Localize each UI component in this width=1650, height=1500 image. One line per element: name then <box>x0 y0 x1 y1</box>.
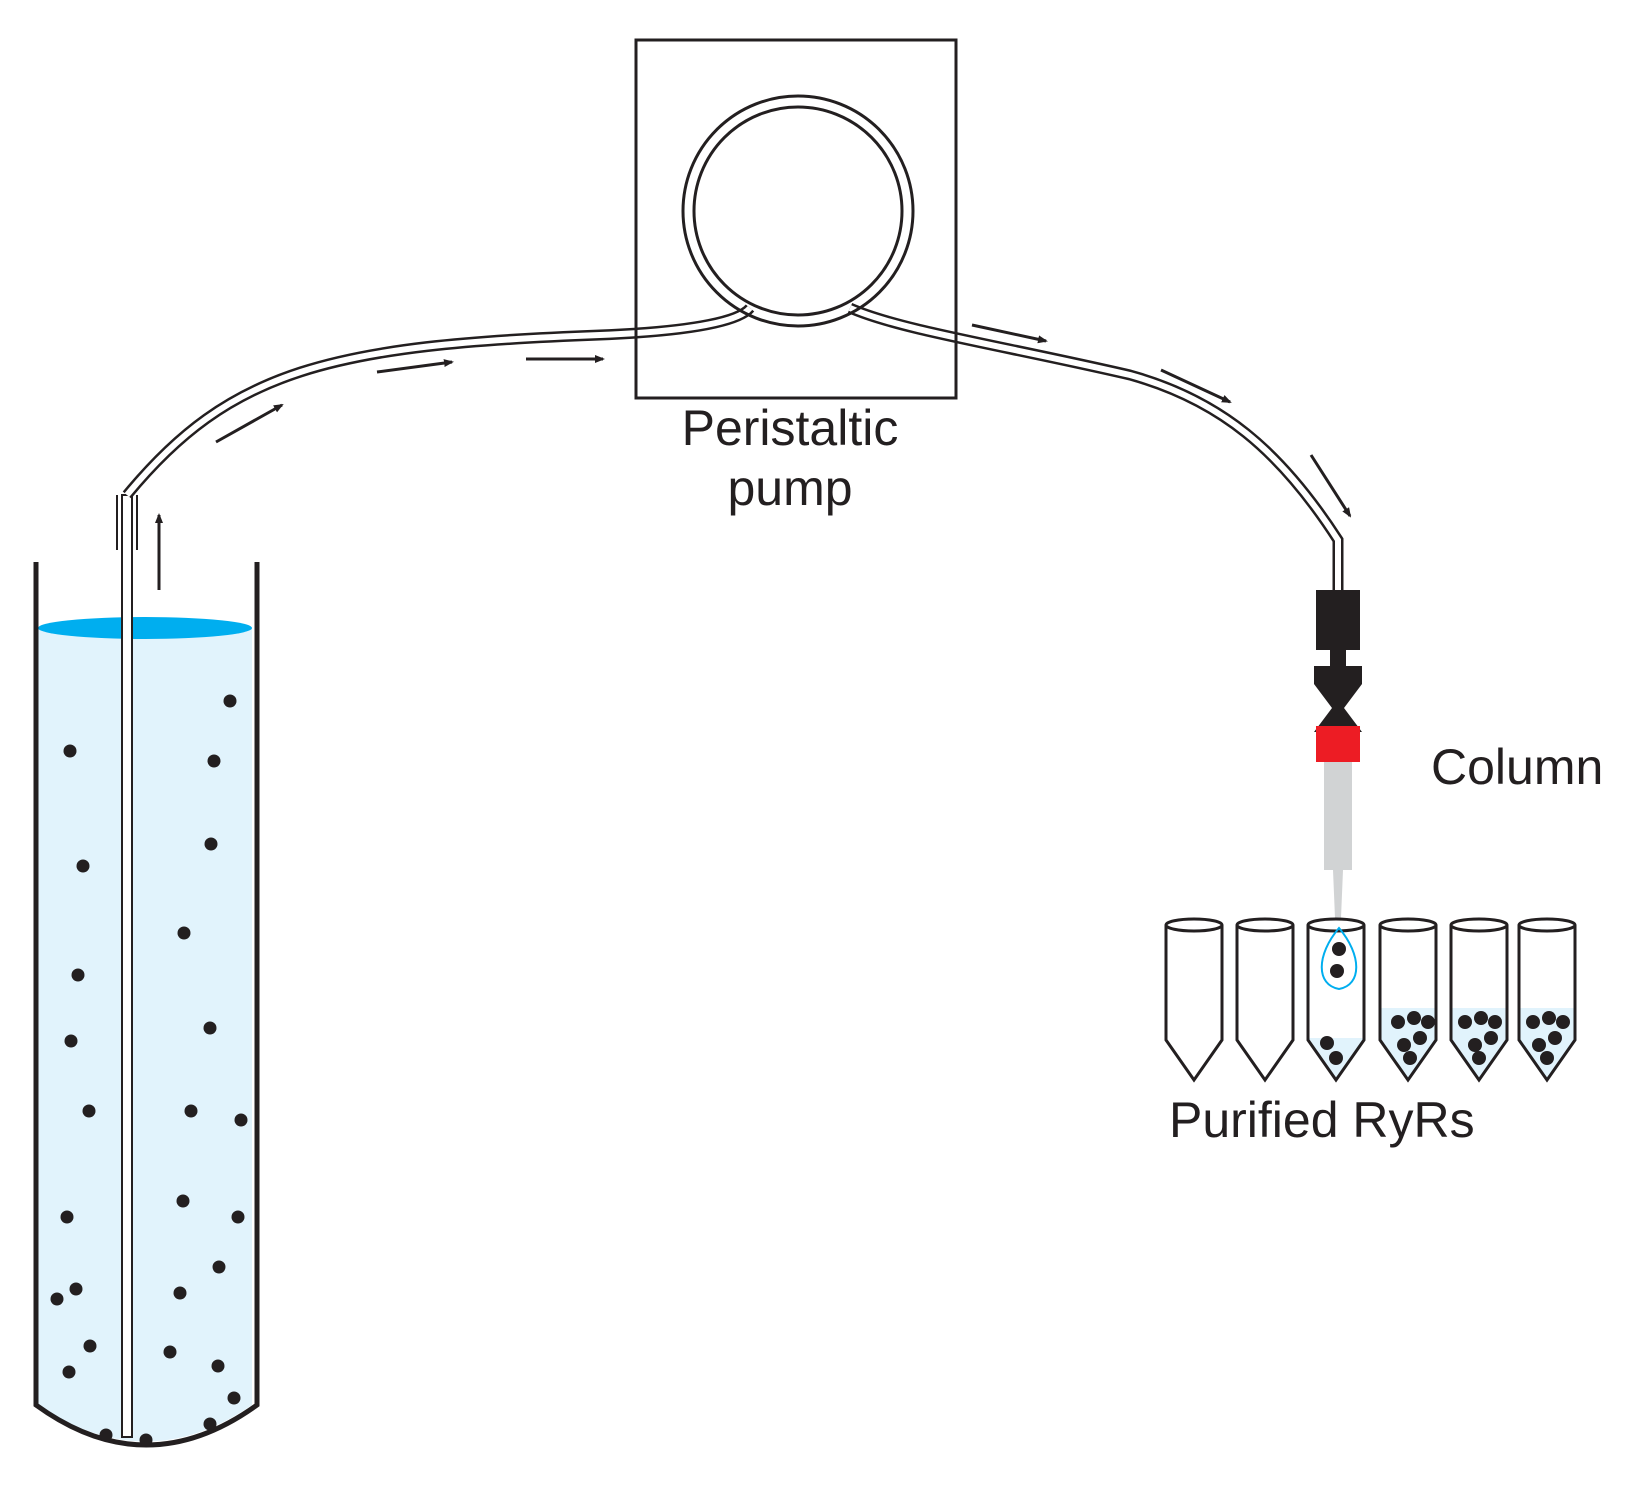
column-label: Column <box>1431 739 1604 795</box>
dot-icon <box>62 1365 76 1379</box>
dot-icon <box>69 1282 83 1296</box>
column-connector <box>1330 650 1346 666</box>
arrow-icon <box>971 323 1048 344</box>
drop-outline <box>1320 926 1358 991</box>
arrow-icon <box>1309 454 1352 518</box>
dot-icon <box>139 1433 153 1447</box>
outlet-tubing <box>847 302 1344 590</box>
dot-icon <box>1413 1031 1427 1045</box>
arrow-icon <box>1160 368 1232 404</box>
dot-icon <box>1556 1015 1570 1029</box>
column-tip <box>1333 870 1343 918</box>
drop <box>1320 926 1358 991</box>
dot-icon <box>64 1034 78 1048</box>
inlet-tubing <box>122 304 755 499</box>
reservoir <box>33 562 260 1448</box>
flow-arrows <box>155 323 1352 590</box>
pump-label: Peristaltic pump <box>640 398 940 518</box>
dot-icon <box>1542 1011 1556 1025</box>
dot-icon <box>184 1104 198 1118</box>
column-cap-top <box>1316 590 1360 650</box>
pump-housing <box>634 38 958 400</box>
dot-icon <box>1474 1011 1488 1025</box>
arrow-icon <box>376 359 454 374</box>
dot-icon <box>163 1345 177 1359</box>
dot-icon <box>231 1210 245 1224</box>
dot-icon <box>63 744 77 758</box>
dot-icon <box>71 968 85 982</box>
dot-icon <box>76 859 90 873</box>
reservoir-liquid <box>38 628 252 1442</box>
pump-rotor-outer <box>681 94 915 328</box>
dot-icon <box>223 694 237 708</box>
dot-icon <box>1332 942 1346 956</box>
dot-icon <box>82 1104 96 1118</box>
pump-label-line1: Peristaltic <box>681 400 899 456</box>
liquid-surface <box>38 617 252 639</box>
dot-icon <box>1472 1051 1486 1065</box>
column-valve <box>1314 666 1362 732</box>
pump-label-line2: pump <box>727 460 853 516</box>
dot-icon <box>1330 964 1344 978</box>
dot-icon <box>1548 1031 1562 1045</box>
purified-ryrs-label: Purified RyRs <box>1169 1092 1475 1148</box>
dot-icon <box>227 1391 241 1405</box>
dot-icon <box>1421 1015 1435 1029</box>
dot-icon <box>207 754 221 768</box>
dot-icon <box>1488 1015 1502 1029</box>
dot-icon <box>1484 1031 1498 1045</box>
dot-icon <box>234 1113 248 1127</box>
dot-icon <box>204 837 218 851</box>
collection-tube <box>1235 917 1295 1083</box>
dot-icon <box>60 1210 74 1224</box>
collection-tube <box>1517 917 1577 1083</box>
column <box>1314 590 1362 918</box>
collection-tube <box>1449 917 1509 1083</box>
dot-icon <box>83 1339 97 1353</box>
collection-tube <box>1306 917 1366 1083</box>
dot-icon <box>1532 1038 1546 1052</box>
dot-icon <box>50 1292 64 1306</box>
dot-icon <box>177 926 191 940</box>
dot-icon <box>212 1260 226 1274</box>
arrow-icon <box>215 403 284 444</box>
collection-tubes <box>1164 917 1577 1083</box>
dot-icon <box>211 1359 225 1373</box>
dot-icon <box>1407 1011 1421 1025</box>
collection-tube <box>1378 917 1438 1083</box>
dot-icon <box>1403 1051 1417 1065</box>
dot-icon <box>1526 1015 1540 1029</box>
reservoir-particles <box>50 694 248 1447</box>
column-body <box>1324 762 1352 870</box>
dot-icon <box>99 1428 113 1442</box>
dot-icon <box>203 1417 217 1431</box>
dot-icon <box>1320 1036 1334 1050</box>
dot-icon <box>1391 1015 1405 1029</box>
dot-icon <box>1468 1038 1482 1052</box>
pump-rotor-inner <box>692 105 904 317</box>
column-frit <box>1316 726 1360 762</box>
dot-icon <box>1397 1038 1411 1052</box>
dot-icon <box>1540 1051 1554 1065</box>
dot-icon <box>1329 1051 1343 1065</box>
dot-icon <box>176 1194 190 1208</box>
collection-tube <box>1164 917 1224 1083</box>
dot-icon <box>203 1021 217 1035</box>
dot-icon <box>1458 1015 1472 1029</box>
peristaltic-pump <box>634 38 958 400</box>
dot-icon <box>173 1286 187 1300</box>
